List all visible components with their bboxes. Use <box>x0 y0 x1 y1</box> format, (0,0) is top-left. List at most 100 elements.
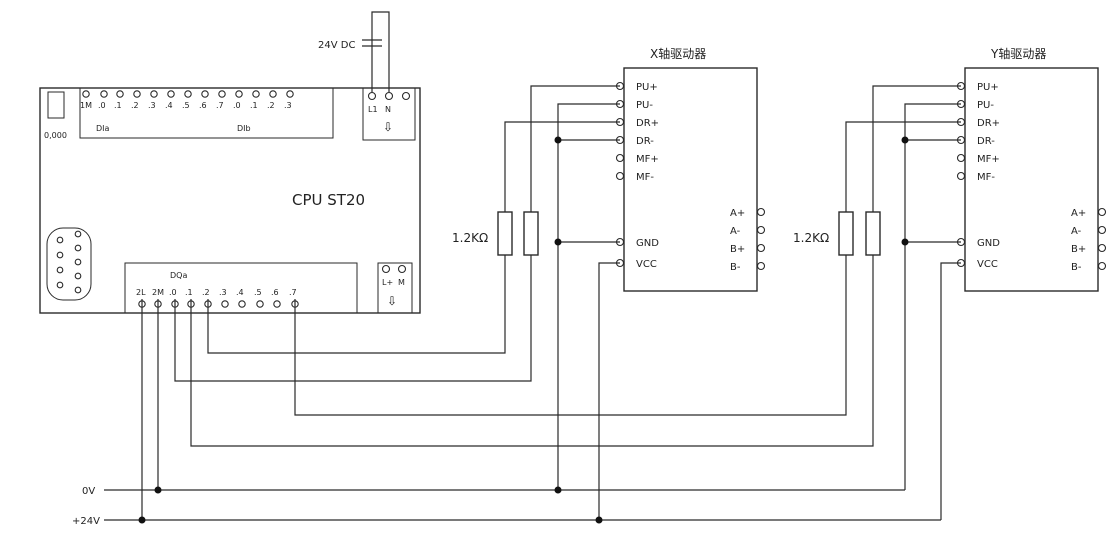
bottom-terminal-label: .4 <box>236 288 244 297</box>
bottom-terminal <box>221 300 229 308</box>
power-out-block <box>377 262 413 314</box>
driver-left-pin-label: MF- <box>636 172 654 183</box>
bottom-terminal-label: .3 <box>219 288 227 297</box>
driver-left-pin <box>615 171 625 181</box>
resistors: 1.2KΩ 1.2KΩ <box>452 211 881 256</box>
output-area-label: DQa <box>170 271 187 280</box>
top-terminal-label: .1 <box>114 101 122 110</box>
resistor-y1 <box>838 211 854 256</box>
bottom-terminal-label: .7 <box>289 288 297 297</box>
bottom-terminal-label: .0 <box>169 288 177 297</box>
bottom-terminal-label: 2L <box>136 288 146 297</box>
top-terminal <box>167 90 175 98</box>
top-terminal-label: .2 <box>267 101 275 110</box>
supply-label: 24V DC <box>318 40 355 51</box>
driver-right-pin-label: A+ <box>730 208 745 219</box>
resistor-x-label: 1.2KΩ <box>452 231 488 245</box>
top-terminal-label: .5 <box>182 101 190 110</box>
wires <box>104 85 961 521</box>
resistor-y2 <box>865 211 881 256</box>
bottom-terminal-block <box>124 262 358 314</box>
driver-left-pin-label: PU+ <box>977 82 999 93</box>
power-terminal-label-l1: L1 <box>368 105 378 114</box>
driver-left-pin-label: GND <box>636 238 659 249</box>
driver-left-pin <box>615 153 625 163</box>
driver-left-pin-label: MF+ <box>977 154 1000 165</box>
power-out-label-m: M <box>398 278 405 287</box>
top-terminal-label: .0 <box>98 101 106 110</box>
driver-right-pin <box>756 261 766 271</box>
cpu-title: CPU ST20 <box>292 191 365 209</box>
top-terminal-label: .1 <box>250 101 258 110</box>
driver-left-pin-label: MF- <box>977 172 995 183</box>
driver-x-body <box>623 67 758 292</box>
driver-left-pin-label: DR+ <box>636 118 659 129</box>
top-terminal-label: .3 <box>284 101 292 110</box>
top-terminal-row: 1M.0.1.2.3.4.5.6.7.0.1.2.3 <box>80 90 294 110</box>
serial-port-pins <box>56 230 82 294</box>
top-terminal <box>235 90 243 98</box>
top-terminal <box>150 90 158 98</box>
junctions <box>138 136 909 524</box>
driver-left-pin-label: MF+ <box>636 154 659 165</box>
power-out-terminal-l <box>381 264 391 274</box>
driver-right-pin <box>756 207 766 217</box>
down-arrow-icon-bottom: ⇩ <box>387 294 397 308</box>
bottom-terminal-label: .6 <box>271 288 279 297</box>
driver-left-pin-label: DR- <box>636 136 654 147</box>
top-terminal-label: .7 <box>216 101 224 110</box>
driver-y-title: Y轴驱动器 <box>990 46 1046 61</box>
serial-port-icon <box>46 227 92 301</box>
driver-left-pin <box>956 153 966 163</box>
driver-right-pin <box>756 243 766 253</box>
top-terminal-label: .2 <box>131 101 139 110</box>
driver-x-title: X轴驱动器 <box>650 46 706 61</box>
resistor-x2 <box>523 211 539 256</box>
input-area-right-label: DIb <box>237 124 251 133</box>
bottom-terminal-label: .1 <box>185 288 193 297</box>
top-terminal <box>82 90 90 98</box>
top-terminal-label: .3 <box>148 101 156 110</box>
driver-right-pin <box>756 225 766 235</box>
dc-supply: 24V DC <box>318 11 390 92</box>
top-terminal-label: .6 <box>199 101 207 110</box>
driver-left-pin-label: PU- <box>636 100 653 111</box>
driver-left-pin-label: VCC <box>636 259 657 270</box>
top-terminal <box>201 90 209 98</box>
top-terminal <box>116 90 124 98</box>
top-terminal-label: .4 <box>165 101 173 110</box>
top-terminal <box>184 90 192 98</box>
bottom-terminal-row: 2L 2M .0 .1 .2 .3 .4 .5 .6 .7 <box>136 288 299 308</box>
top-terminal-label: 1M <box>80 101 92 110</box>
bottom-terminal <box>273 300 281 308</box>
cpu-side-label: 0,000 <box>44 131 67 140</box>
bottom-terminal-label: .5 <box>254 288 262 297</box>
resistor-x1 <box>497 211 513 256</box>
driver-left-pin-label: GND <box>977 238 1000 249</box>
power-terminal-n <box>384 91 394 101</box>
top-terminal <box>133 90 141 98</box>
driver-right-pin <box>1097 243 1107 253</box>
top-terminal <box>269 90 277 98</box>
resistor-y-label: 1.2KΩ <box>793 231 829 245</box>
bottom-terminal-label: 2M <box>152 288 164 297</box>
top-terminal <box>100 90 108 98</box>
driver-right-pin <box>1097 261 1107 271</box>
driver-left-pin-label: PU+ <box>636 82 658 93</box>
rail-0v-label: 0V <box>82 486 95 497</box>
power-terminal-ground <box>401 91 411 101</box>
rail-24v-label: +24V <box>72 516 100 527</box>
driver-right-pin-label: B- <box>730 262 741 273</box>
driver-left-pin-label: PU- <box>977 100 994 111</box>
bottom-terminal <box>238 300 246 308</box>
power-terminal-label-n: N <box>385 105 391 114</box>
cpu-module: 0,000 1M.0.1.2.3.4.5.6.7.0.1.2.3 DIa DIb… <box>39 87 421 314</box>
cpu-side-tab <box>47 91 65 119</box>
bottom-terminal-label: .2 <box>202 288 210 297</box>
driver-y-body <box>964 67 1099 292</box>
top-terminal <box>252 90 260 98</box>
driver-right-pin <box>1097 207 1107 217</box>
